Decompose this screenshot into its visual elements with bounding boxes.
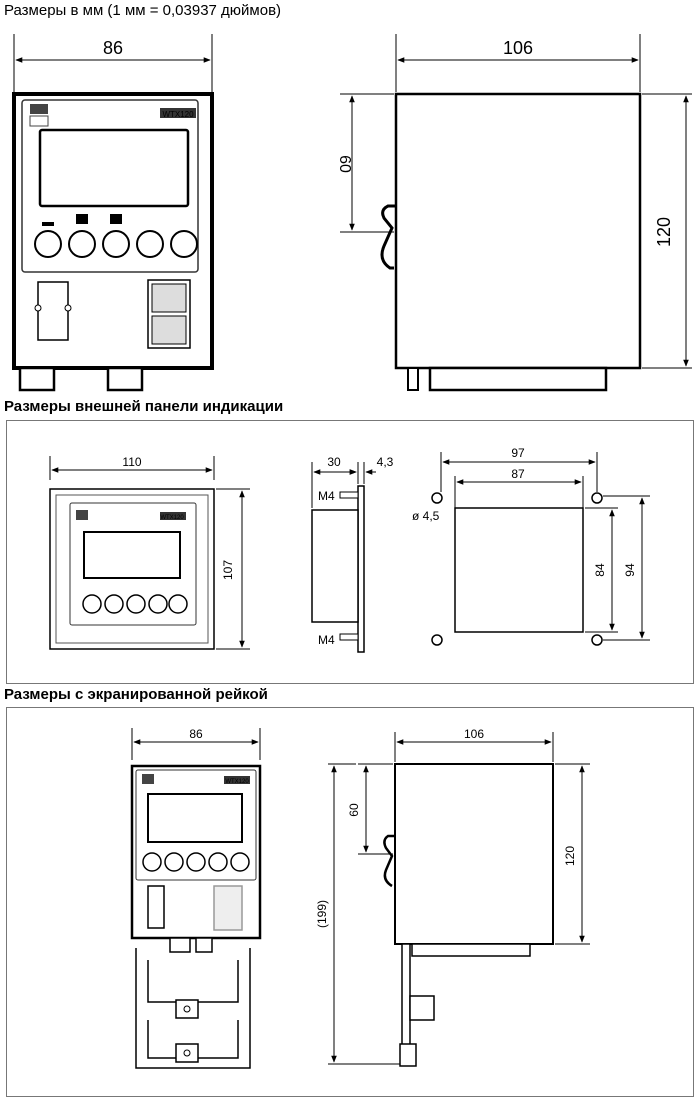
- top-width-side-label: 106: [503, 38, 533, 58]
- rail-section-frame: [6, 707, 694, 1097]
- panel-height-front-label: 107: [221, 560, 235, 580]
- rail-width-side-label: 106: [464, 727, 484, 741]
- rail-brand-label: WTX120: [225, 779, 249, 785]
- panel-front-view: [49, 456, 250, 650]
- top-front-view: [12, 34, 214, 392]
- section-title-rail: Размеры с экранированной рейкой: [4, 686, 268, 703]
- panel-plate-label: 4,3: [377, 455, 394, 469]
- rail-side-view: [328, 732, 590, 1067]
- panel-cutout-outer-h-label: 94: [623, 563, 637, 577]
- rail-total-height-label: (199): [315, 900, 329, 928]
- panel-section-frame: [6, 420, 694, 684]
- panel-cutout-inner-h-label: 84: [593, 563, 607, 577]
- panel-brand-label: WTX120: [160, 515, 184, 521]
- panel-cutout-view: [431, 452, 650, 646]
- panel-screw-bottom-label: M4: [318, 633, 335, 647]
- top-rail-offset-label: 60: [336, 155, 353, 173]
- section-title-panel: Размеры внешней панели индикации: [4, 398, 284, 415]
- top-width-front-label: 86: [103, 38, 123, 58]
- panel-cutout-outer-w-label: 97: [511, 446, 525, 460]
- panel-cutout-inner-w-label: 87: [511, 467, 525, 481]
- rail-front-view: [130, 728, 262, 1069]
- rail-height-side-label: 120: [563, 846, 577, 866]
- panel-screw-top-label: M4: [318, 489, 335, 503]
- top-brand-label: WTX120: [162, 110, 194, 119]
- panel-side-view: [311, 462, 376, 653]
- rail-width-front-label: 86: [189, 727, 203, 741]
- units-note: Размеры в мм (1 мм = 0,03937 дюймов): [4, 2, 282, 19]
- rail-offset-label: 60: [347, 803, 361, 817]
- top-side-view: [340, 34, 692, 392]
- panel-hole-dia-label: ø 4,5: [412, 509, 440, 523]
- top-height-side-label: 120: [654, 217, 674, 247]
- panel-depth-label: 30: [327, 455, 341, 469]
- panel-width-front-label: 110: [122, 455, 141, 469]
